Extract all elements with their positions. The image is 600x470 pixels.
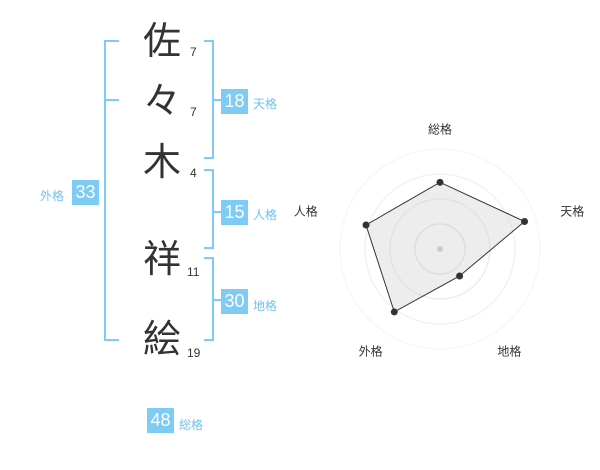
soukaku-label: 総格	[179, 418, 204, 432]
stroke-count-3: 4	[190, 166, 197, 180]
radar-axis-label-3: 地格	[497, 344, 522, 359]
tenkaku-value: 18	[221, 89, 248, 114]
stroke-count-1: 7	[190, 45, 197, 59]
radar-axis-label-4: 外格	[358, 344, 383, 359]
radar-point-5	[362, 221, 370, 229]
tenkaku-label: 天格	[253, 97, 278, 111]
name-char-1: 佐	[143, 19, 182, 63]
radar-axis-label-2: 天格	[560, 204, 585, 219]
radar-axis-label-1: 総格	[427, 122, 453, 137]
stroke-count-4: 11	[187, 265, 200, 279]
radar-point-4	[390, 308, 398, 316]
name-char-5: 絵	[143, 317, 182, 361]
name-char-4: 祥	[143, 237, 182, 281]
chikaku-label: 地格	[253, 299, 278, 313]
radar-center-dot	[437, 246, 443, 252]
radar-point-2	[521, 218, 529, 226]
stroke-count-2: 7	[190, 105, 197, 119]
radar-point-1	[436, 178, 444, 186]
gaikaku-value: 33	[72, 180, 99, 205]
name-char-2: 々	[143, 79, 182, 123]
chikaku-value: 30	[221, 289, 248, 314]
radar-axis-label-5: 人格	[293, 204, 318, 219]
jinkaku-value: 15	[221, 200, 248, 225]
soukaku-value: 48	[147, 408, 174, 433]
radar-value-polygon	[365, 181, 526, 313]
jinkaku-label: 人格	[253, 208, 278, 222]
gaikaku-label: 外格	[40, 189, 65, 203]
radar-point-3	[456, 272, 464, 280]
name-char-3: 木	[143, 140, 182, 184]
stroke-count-5: 19	[187, 346, 201, 360]
